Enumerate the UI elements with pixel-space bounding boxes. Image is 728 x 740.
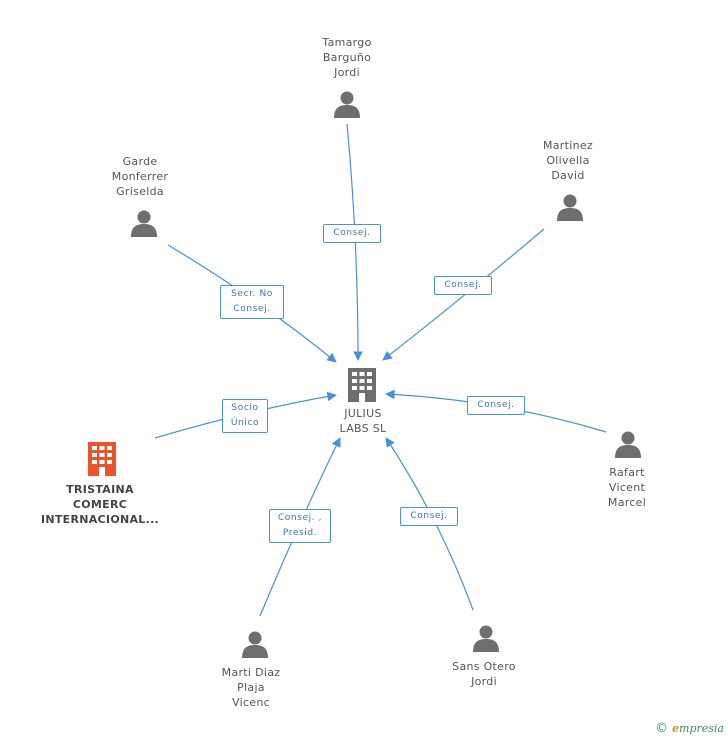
label-line: TRISTAINA (66, 483, 134, 496)
label-line: Olivella (546, 154, 590, 167)
building-icon (348, 368, 376, 402)
role-line: Socio (231, 403, 259, 413)
role-line: Consej. , (277, 513, 323, 523)
label-line: Plaja (237, 681, 265, 694)
center-label-line: LABS SL (339, 422, 387, 435)
role-badge-rafart[interactable]: Consej. (467, 396, 525, 415)
label-line: Barguño (322, 51, 372, 64)
person-icon (614, 430, 642, 458)
label-line: INTERNACIONAL... (40, 513, 160, 526)
footer-brand[interactable]: © empresia (655, 721, 724, 736)
node-label-garde[interactable]: Garde Monferrer Griselda (90, 154, 190, 199)
brand-logo: empresia (672, 722, 724, 735)
building-icon (88, 442, 116, 476)
label-line: Monferrer (111, 170, 169, 183)
role-badge-sans[interactable]: Consej. (400, 507, 458, 526)
role-badge-marti[interactable]: Consej. , Presid. (269, 509, 331, 543)
role-line: Consej. (477, 400, 515, 410)
label-line: Sans Otero (452, 660, 516, 673)
role-badge-tristaina[interactable]: Socio Único (222, 399, 268, 433)
node-label-martinez[interactable]: Martinez Olivella David (518, 138, 618, 183)
node-label-rafart[interactable]: Rafart Vicent Marcel (577, 465, 677, 510)
label-line: COMERC (72, 498, 128, 511)
node-label-tristaina[interactable]: TRISTAINA COMERC INTERNACIONAL... (20, 482, 180, 527)
node-label-tamargo[interactable]: Tamargo Barguño Jordi (297, 35, 397, 80)
edges-group (154, 123, 607, 617)
label-line: Marti Diaz (221, 666, 281, 679)
center-label-line: JULIUS (344, 407, 382, 420)
label-line: Jordi (471, 675, 497, 688)
label-line: Rafart (609, 466, 645, 479)
person-icon (333, 90, 361, 118)
role-line: Único (230, 418, 260, 428)
role-line: Consej. (444, 280, 482, 290)
label-line: Garde (122, 155, 158, 168)
role-line: Presid. (282, 528, 318, 538)
copyright-icon: © (655, 721, 669, 736)
label-line: Tamargo (322, 36, 372, 49)
person-icon (556, 193, 584, 221)
role-badge-martinez[interactable]: Consej. (434, 276, 492, 295)
role-line: Secr. No (231, 289, 273, 299)
role-badge-garde[interactable]: Secr. No Consej. (220, 285, 284, 319)
label-line: Martinez (542, 139, 594, 152)
role-line: Consej. (233, 304, 271, 314)
label-line: Griselda (116, 185, 164, 198)
label-line: Vicenc (232, 696, 270, 709)
person-icon (241, 630, 269, 658)
center-company-label[interactable]: JULIUS LABS SL (318, 406, 408, 436)
label-line: David (551, 169, 585, 182)
node-label-marti[interactable]: Marti Diaz Plaja Vicenc (201, 665, 301, 710)
person-icon (472, 624, 500, 652)
label-line: Vicent (608, 481, 646, 494)
label-line: Marcel (607, 496, 647, 509)
edge-martinez (382, 228, 545, 361)
node-label-sans[interactable]: Sans Otero Jordi (434, 659, 534, 689)
label-line: Jordi (334, 66, 360, 79)
role-line: Consej. (410, 511, 448, 521)
person-icon (130, 209, 158, 237)
role-badge-tamargo[interactable]: Consej. (323, 224, 381, 243)
role-line: Consej. (333, 228, 371, 238)
